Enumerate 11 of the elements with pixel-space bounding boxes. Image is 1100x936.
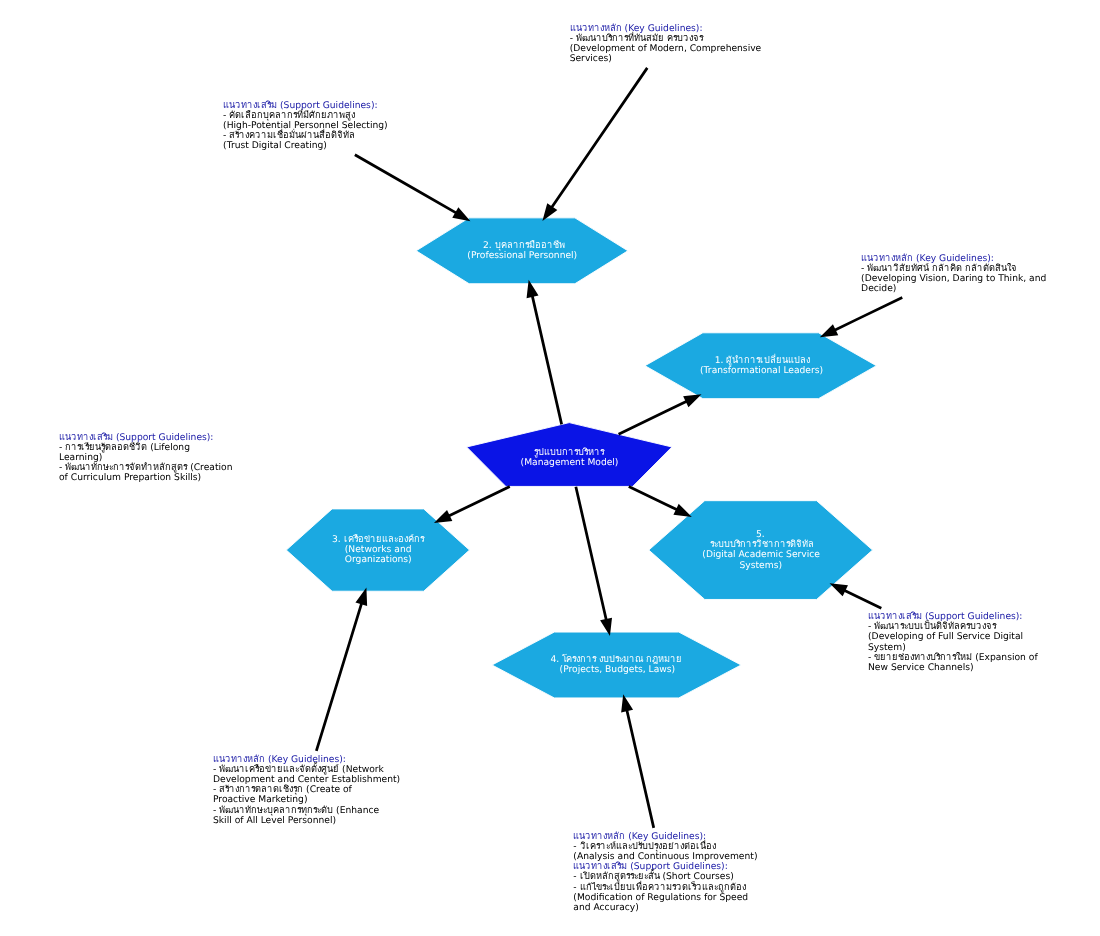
arrow [432, 485, 510, 524]
arrow [828, 583, 881, 610]
arrow [353, 153, 470, 222]
arrow [314, 587, 367, 752]
arrow [541, 67, 648, 222]
arrow [573, 486, 612, 637]
arrow [525, 279, 562, 425]
arrow [627, 485, 691, 517]
arrow [620, 694, 655, 829]
arrow [818, 296, 902, 338]
arrow [616, 394, 701, 436]
